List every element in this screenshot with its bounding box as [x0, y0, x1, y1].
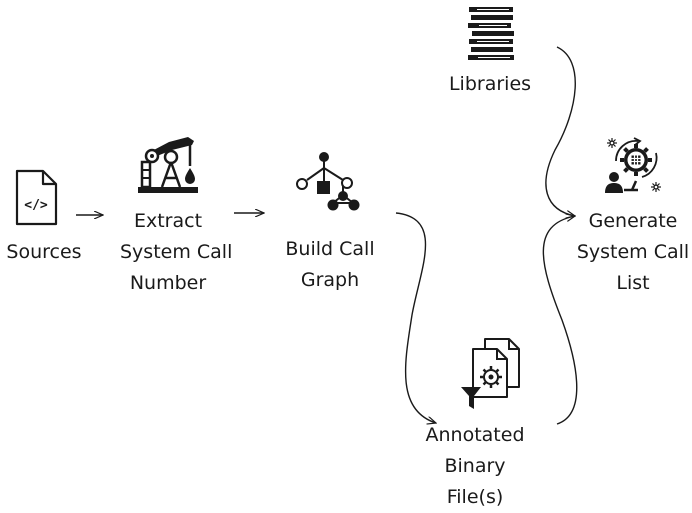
svg-text:</>: </>: [24, 198, 48, 213]
code-file-icon: </>: [13, 168, 59, 228]
arrow-annotated-to-generate: [542, 216, 578, 425]
filtered-documents-gear-icon: [461, 337, 521, 411]
build-label: Build Call Graph: [275, 234, 385, 296]
libraries-label-text: Libraries: [448, 73, 532, 95]
build-label-line2: Graph: [300, 269, 360, 291]
oil-pump-icon: [136, 132, 200, 196]
graph-tree-icon: [293, 150, 365, 212]
arrow-libraries-to-generate: [545, 46, 575, 216]
book-stack-icon: [465, 5, 517, 61]
annotated-label-line3: File(s): [446, 486, 504, 508]
annotated-label: Annotated Binary File(s): [425, 420, 525, 513]
libraries-label: Libraries: [440, 69, 540, 100]
sources-label: Sources: [0, 237, 88, 268]
build-label-line1: Build Call: [285, 238, 375, 260]
user-gear-process-icon: [604, 135, 664, 195]
generate-label-line3: List: [616, 272, 650, 294]
extract-label-line3: Number: [129, 272, 207, 294]
generate-label: Generate System Call List: [574, 206, 692, 299]
arrow-build-to-annotated: [395, 212, 436, 423]
extract-label: Extract System Call Number: [120, 206, 233, 299]
generate-label-line2: System Call: [576, 241, 690, 263]
extract-label-line2: System Call: [120, 241, 233, 263]
annotated-label-line2: Binary: [444, 455, 506, 477]
extract-label-line1: Extract: [133, 210, 203, 232]
sources-label-text: Sources: [6, 241, 82, 263]
annotated-label-line1: Annotated: [425, 424, 525, 446]
generate-label-line1: Generate: [588, 210, 678, 232]
